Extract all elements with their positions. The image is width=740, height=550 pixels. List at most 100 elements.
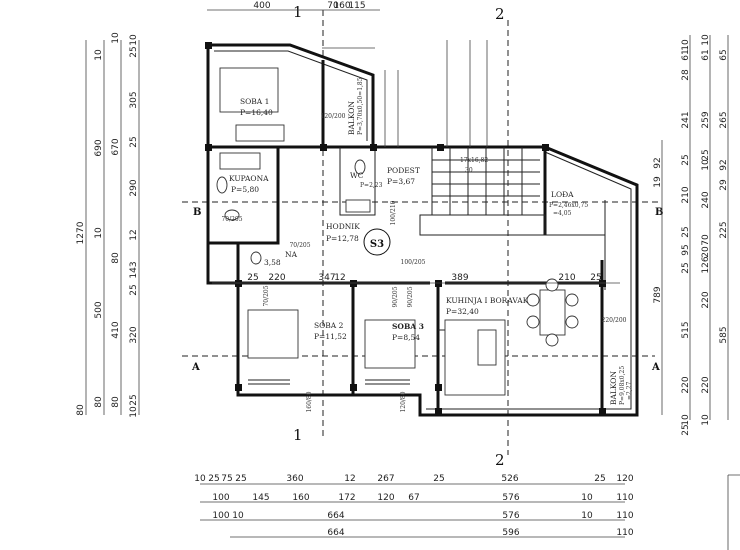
dimension-label: 576 (502, 493, 519, 503)
dimension-label: 10 (129, 34, 139, 46)
room-soba3-name: SOBA 3 (392, 322, 424, 331)
section-a-left: A (191, 362, 200, 373)
dimension-label: 10 (581, 511, 593, 521)
dimension-label: 172 (338, 493, 355, 503)
room-loda-name: LOĐA (551, 190, 574, 199)
room-balkon-side-name: BALKON (609, 371, 618, 405)
dimension-label: 25 (235, 474, 246, 484)
dimension-label: 500 (94, 301, 104, 318)
dimension-label: 80 (76, 404, 86, 416)
dimension-label: 410 (111, 321, 121, 338)
dimension-label: 65 (0, 0, 6, 3)
dimension-label: 160 (292, 493, 309, 503)
room-kupaona2-area: 3,58 (264, 258, 281, 267)
dimension-label: 10 (194, 474, 206, 484)
dimension-label: 110 (616, 528, 633, 538)
sink-icon (216, 176, 228, 194)
dimension-label: 12 (129, 229, 139, 240)
dimension-label: 259 (701, 111, 711, 128)
opening-dimension: 100/205 (401, 259, 426, 266)
dimension-label: 100 (212, 493, 229, 503)
dimension-label: 67 (408, 493, 419, 503)
opening-dimension: 90/205 (407, 286, 414, 307)
room-kupaona-name: KUPAONA (229, 174, 269, 183)
dimension-label: 10 (111, 32, 121, 44)
section-b-left: B (193, 207, 201, 218)
opening-dimension: 70/205 (221, 216, 242, 223)
dimension-label: 210 (681, 186, 691, 203)
dimension-label: 210 (558, 273, 575, 283)
room-balkon-side-total: =2,27 (626, 381, 633, 400)
dimension-label: 789 (653, 286, 663, 303)
room-wc-name: WC (350, 171, 364, 180)
furniture (216, 67, 579, 396)
dimension-label: 347 (318, 273, 335, 283)
dimension-label: 109 (0, 0, 9, 3)
dimension-label: 664 (327, 528, 344, 538)
dimension-label: 596 (502, 528, 519, 538)
dimension-label: 220 (681, 376, 691, 393)
room-hodnik-name: HODNIK (326, 222, 360, 231)
dimension-label: 25 (681, 154, 691, 165)
dimension-label: 25 (590, 273, 601, 283)
dimension-lines (85, 9, 740, 550)
dimension-label: 126 (701, 256, 711, 273)
axis-1-bottom: 1 (293, 426, 303, 444)
dimension-label: 65 (719, 49, 729, 60)
dimension-label: 92 (719, 159, 729, 170)
dimension-label: 10 (701, 414, 711, 426)
room-soba3-area: P=8,54 (392, 333, 420, 342)
room-soba1-name: SOBA 1 (240, 97, 269, 106)
dimension-label: 265 (0, 0, 9, 3)
dimension-label: 10 (581, 493, 593, 503)
dimension-label: 389 (451, 273, 468, 283)
stairs-steps: 17x16,82 (460, 157, 488, 164)
room-balkon-top-name: BALKON (347, 101, 356, 135)
dimension-label: 25 (129, 136, 139, 147)
dimension-label: 19 (653, 176, 663, 188)
room-loda-area: P=2,46x0,75 (549, 202, 588, 209)
dimension-label: 241 (681, 111, 691, 128)
dimension-label: 120 (0, 0, 9, 3)
dimension-label: 115 (348, 1, 365, 11)
dimension-label: 267 (377, 474, 394, 484)
dimension-label: 585 (719, 326, 729, 343)
dimension-label: 145 (252, 493, 269, 503)
opening-dimension: 120/80 (400, 391, 407, 412)
dimension-label: 75 (221, 474, 232, 484)
dimension-label: 220 (268, 273, 285, 283)
dimension-label: 80 (111, 396, 121, 408)
room-hodnik-area: P=12,78 (326, 234, 359, 243)
toilet-icon (224, 209, 240, 221)
bathtub (219, 152, 261, 170)
room-soba1-area: P=16,40 (240, 108, 273, 117)
opening-dimension: 70/205 (289, 242, 310, 249)
dimension-label: 25 (594, 474, 605, 484)
dimension-label: 70 (327, 1, 339, 11)
dimension-label: 25 (129, 46, 139, 57)
section-a-right: A (651, 362, 660, 373)
dimension-label: 670 (111, 138, 121, 155)
dimension-label: 225 (719, 221, 729, 238)
dimension-label: 227 (0, 0, 9, 3)
dimension-label: 25 (681, 262, 691, 273)
dimension-label: 25 (681, 226, 691, 237)
bed-soba3 (364, 319, 416, 369)
dimension-label: 10 (701, 159, 711, 171)
room-kupaona-area: P=5,80 (231, 185, 259, 194)
opening-dimension: 100/210 (390, 200, 397, 225)
bed-soba1 (219, 67, 279, 113)
apartment-tag: S3 (370, 239, 384, 250)
dimension-label: 10 (681, 39, 691, 51)
dimension-label: 120 (616, 474, 633, 484)
dimension-label: 526 (501, 474, 518, 484)
opening-dimension: 70/205 (263, 285, 270, 306)
dimension-label: 95 (681, 244, 691, 255)
dimension-label: 25 (129, 284, 139, 295)
dimension-label: 10 (0, 0, 6, 3)
wc-sink-icon (345, 199, 371, 213)
room-kupaona2-name: NA (285, 250, 298, 259)
opening-dimension: 120/200 (321, 113, 346, 120)
